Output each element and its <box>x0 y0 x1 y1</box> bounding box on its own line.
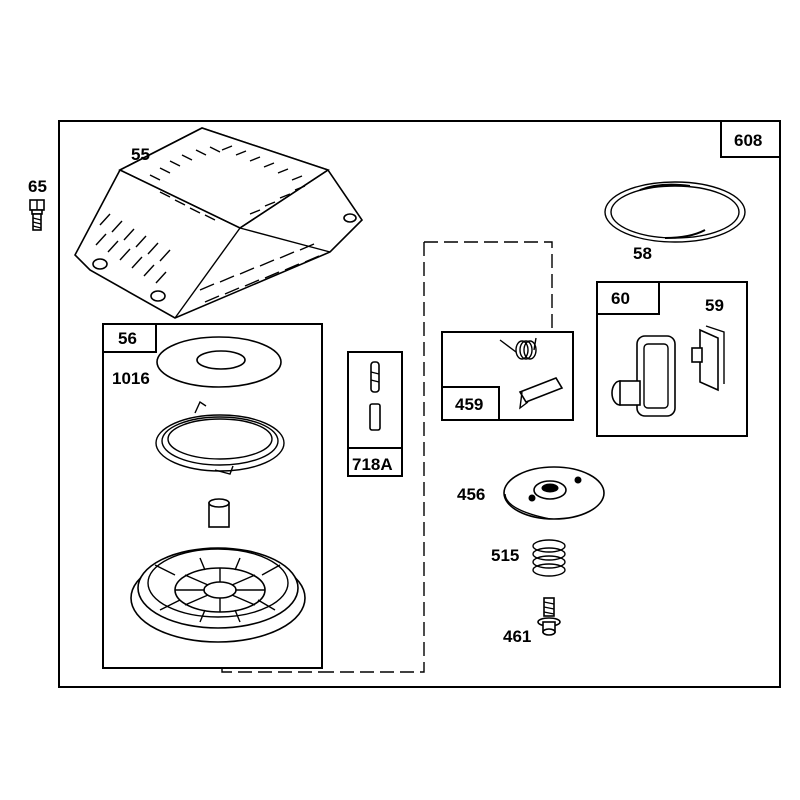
label-55: 55 <box>131 145 150 164</box>
label-456: 456 <box>457 485 485 504</box>
label-60: 60 <box>611 289 630 308</box>
part-55-housing <box>74 127 364 319</box>
part-60-handle <box>611 335 676 417</box>
label-56: 56 <box>118 329 137 348</box>
part-pin <box>208 498 230 528</box>
box-718a <box>347 351 403 477</box>
part-58-rope <box>604 181 746 243</box>
label-box-56 <box>102 323 157 353</box>
part-461-screw <box>537 597 561 636</box>
box-56 <box>102 323 323 669</box>
part-spring <box>155 400 285 475</box>
label-65: 65 <box>28 177 47 196</box>
label-59: 59 <box>705 296 724 315</box>
label-608: 608 <box>734 131 762 150</box>
label-1016: 1016 <box>112 369 150 388</box>
part-459-pawl <box>518 377 564 410</box>
part-459-spring <box>499 337 537 360</box>
part-718a-pins <box>369 361 381 431</box>
label-box-459 <box>441 386 500 421</box>
box-459 <box>441 331 574 421</box>
part-456-retainer <box>503 466 605 520</box>
label-box-60 <box>596 281 660 315</box>
box-60 <box>596 281 748 437</box>
label-718a: 718A <box>352 455 393 474</box>
part-59-insert <box>691 325 725 392</box>
label-box-608 <box>720 120 781 158</box>
label-459: 459 <box>455 395 483 414</box>
leader-lines <box>221 241 553 673</box>
part-515-spring <box>532 539 566 577</box>
part-pulley <box>130 547 306 643</box>
label-58: 58 <box>633 244 652 263</box>
part-1016-washer <box>156 336 282 388</box>
label-461: 461 <box>503 627 531 646</box>
outer-frame <box>58 120 781 688</box>
label-515: 515 <box>491 546 519 565</box>
part-65-bolt <box>29 199 45 231</box>
